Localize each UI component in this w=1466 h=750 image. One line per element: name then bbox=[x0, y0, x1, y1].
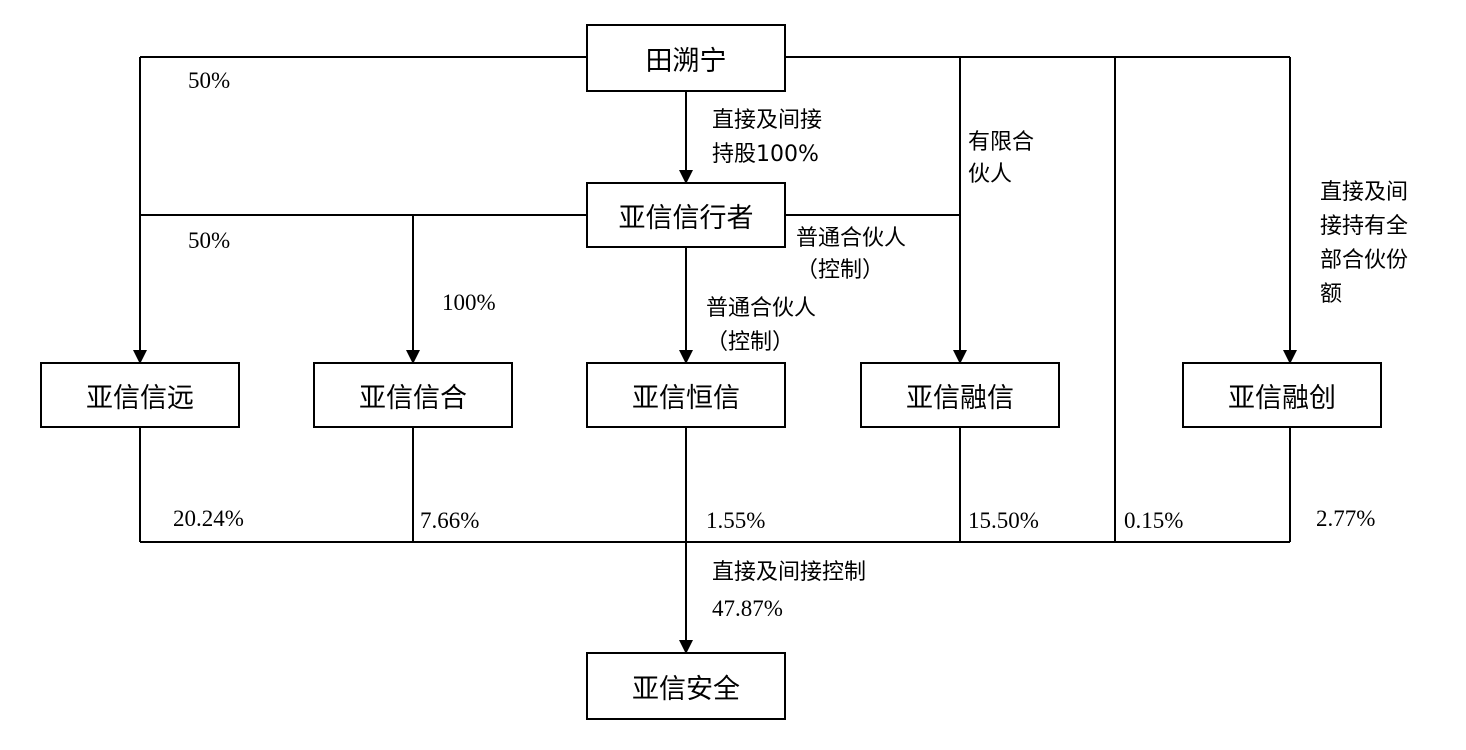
label-tian-xingzhe-2: 持股100% bbox=[712, 142, 819, 167]
label-rongxin-security: 15.50% bbox=[968, 508, 1039, 533]
label-xingzhe-hengxin-1: 普通合伙人 bbox=[706, 296, 817, 321]
box-rongchuang: 亚信融创 bbox=[1182, 362, 1382, 428]
label-tian-rongchuang-4: 额 bbox=[1320, 282, 1343, 307]
label-tian-xinyuan: 50% bbox=[188, 68, 231, 93]
label-tian-security: 0.15% bbox=[1124, 508, 1184, 533]
label-xinyuan-security: 20.24% bbox=[173, 506, 244, 531]
box-rongxin: 亚信融信 bbox=[860, 362, 1060, 428]
label-xinhe-security: 7.66% bbox=[420, 508, 480, 533]
label-tian-rongchuang-1: 直接及间 bbox=[1320, 180, 1409, 205]
label-tian-rongchuang-3: 部合伙份 bbox=[1320, 248, 1409, 273]
box-xinhe: 亚信信合 bbox=[313, 362, 513, 428]
label-xingzhe-hengxin-2: （控制） bbox=[706, 330, 795, 355]
box-security: 亚信安全 bbox=[586, 652, 786, 720]
label-tian-rongchuang-2: 接持有全 bbox=[1320, 214, 1409, 239]
box-tian: 田溯宁 bbox=[586, 24, 786, 92]
label-total-control-1: 直接及间接控制 bbox=[712, 560, 867, 585]
label-tian-rongxin-1: 有限合 bbox=[968, 130, 1035, 155]
label-tian-xingzhe-1: 直接及间接 bbox=[712, 108, 823, 133]
label-xingzhe-rongxin-2: （控制） bbox=[796, 258, 885, 283]
label-rongchuang-security: 2.77% bbox=[1316, 506, 1376, 531]
label-total-control-2: 47.87% bbox=[712, 596, 783, 621]
label-xingzhe-rongxin-1: 普通合伙人 bbox=[796, 226, 907, 251]
box-hengxin: 亚信恒信 bbox=[586, 362, 786, 428]
label-tian-rongxin-2: 伙人 bbox=[968, 162, 1013, 187]
box-xingzhe: 亚信信行者 bbox=[586, 182, 786, 248]
label-xingzhe-xinyuan: 50% bbox=[188, 228, 231, 253]
label-xingzhe-xinhe: 100% bbox=[442, 290, 496, 315]
label-hengxin-security: 1.55% bbox=[706, 508, 766, 533]
box-xinyuan: 亚信信远 bbox=[40, 362, 240, 428]
